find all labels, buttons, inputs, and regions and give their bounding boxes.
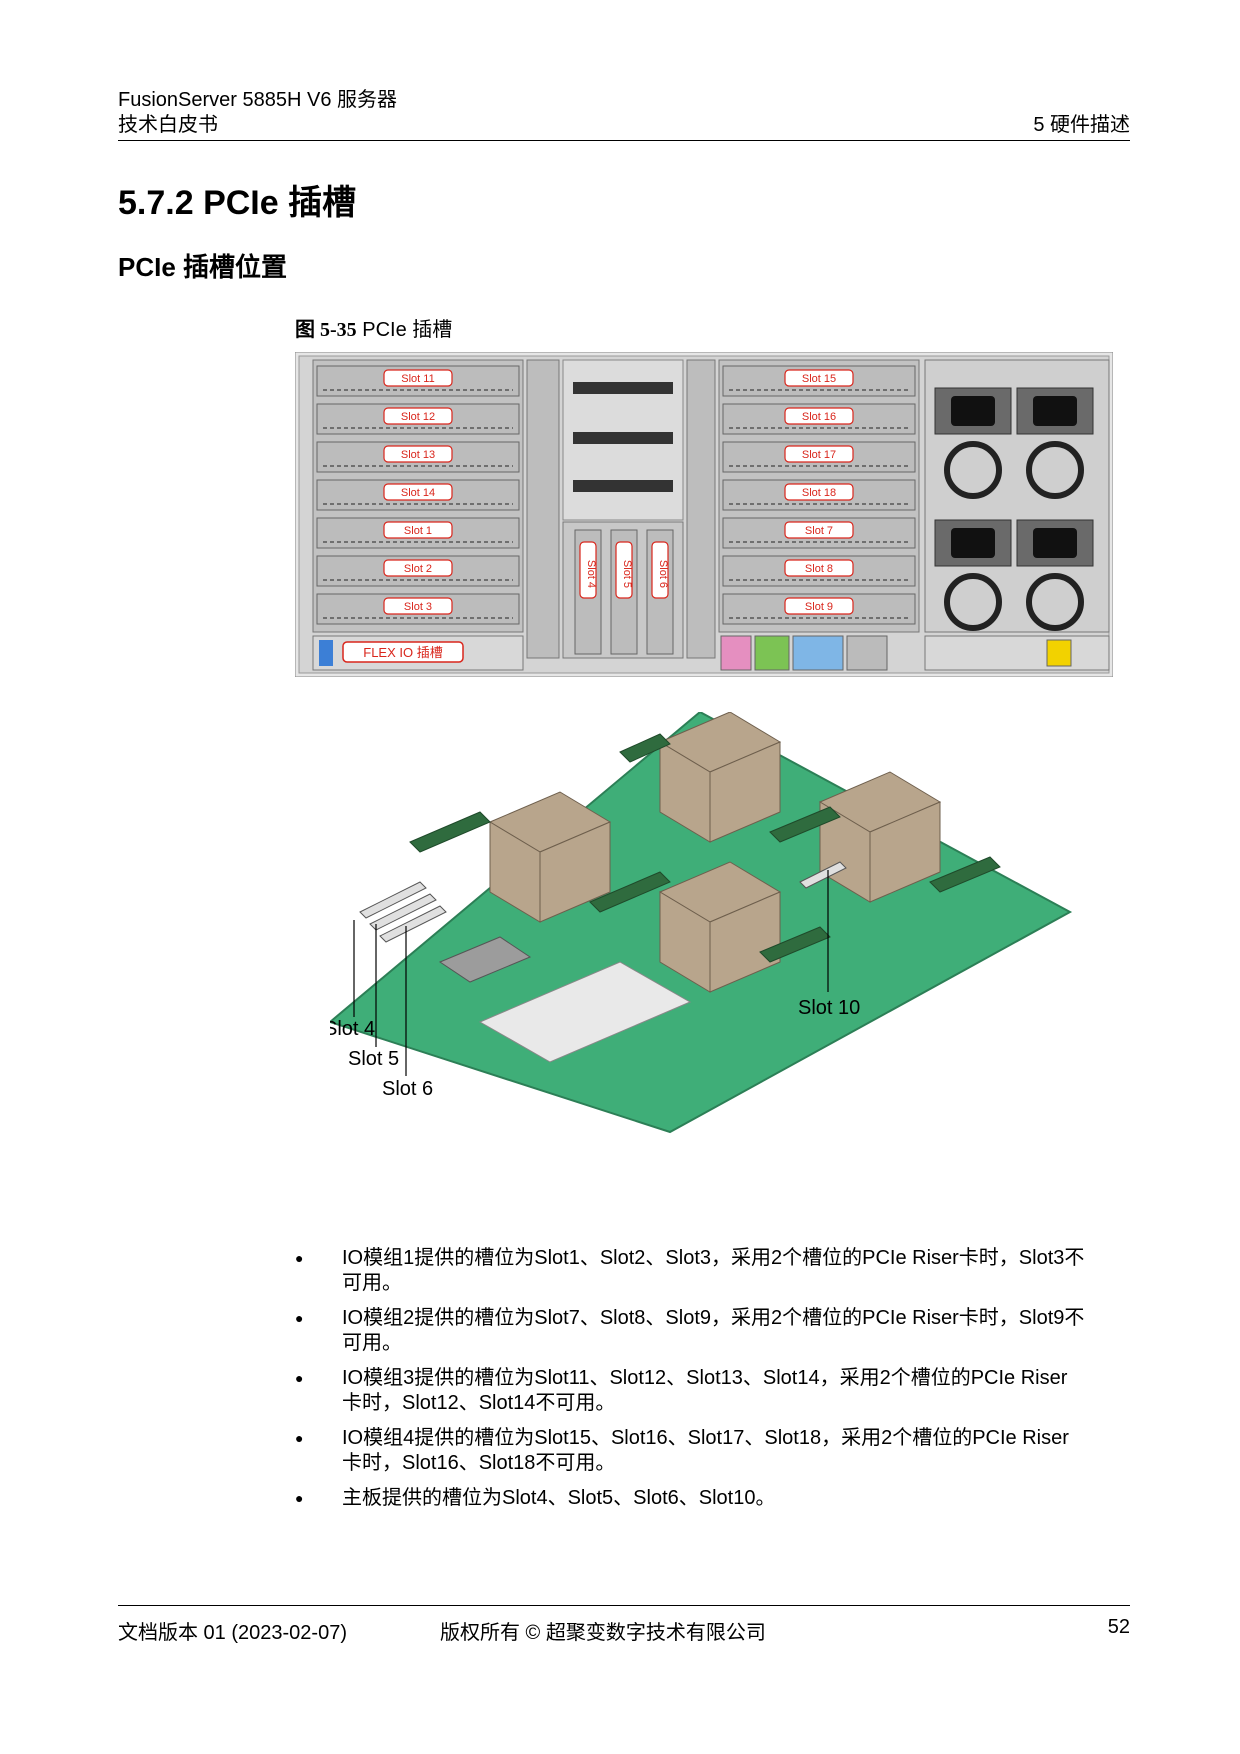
slot-label: Slot 11 bbox=[401, 373, 434, 385]
slot-bar: Slot 3 bbox=[316, 593, 520, 625]
slot-description-list: IO模组1提供的槽位为Slot1、Slot2、Slot3，采用2个槽位的PCIe… bbox=[295, 1246, 1085, 1521]
list-item: IO模组3提供的槽位为Slot11、Slot12、Slot13、Slot14，采… bbox=[295, 1366, 1085, 1416]
header-product: FusionServer 5885H V6 服务器 bbox=[118, 89, 398, 111]
figure-number: 图 5-35 bbox=[295, 319, 357, 341]
right-slot-bars: Slot 15 Slot 16 Slot 17 Slot 18 Slot 7 Slot 8… bbox=[722, 365, 916, 625]
slot-bar: Slot 11 bbox=[316, 365, 520, 397]
slot-bar: Slot 2 bbox=[316, 555, 520, 587]
slot-label: Slot 5 bbox=[621, 560, 633, 588]
slot-bar: Slot 14 bbox=[316, 479, 520, 511]
slot-label: Slot 6 bbox=[657, 560, 669, 588]
callout-slot-4: Slot 4 bbox=[330, 1018, 375, 1040]
slot-label: Slot 3 bbox=[404, 601, 432, 613]
slot-bar: Slot 9 bbox=[722, 593, 916, 625]
slot-label: Slot 15 bbox=[802, 373, 836, 385]
slot-label: Slot 4 bbox=[585, 560, 597, 588]
slot-label: Slot 7 bbox=[805, 525, 833, 537]
header-doc-type: 技术白皮书 bbox=[118, 114, 218, 136]
slot-label: Slot 17 bbox=[802, 449, 836, 461]
slot-label: Slot 13 bbox=[401, 449, 435, 461]
middle-slot-bars: Slot 4 Slot 5 Slot 6 bbox=[574, 529, 674, 655]
slot-bar: Slot 17 bbox=[722, 441, 916, 473]
list-item: IO模组2提供的槽位为Slot7、Slot8、Slot9，采用2个槽位的PCIe… bbox=[295, 1306, 1085, 1356]
figure-caption: 图 5-35 PCIe 插槽 bbox=[295, 313, 452, 342]
mainboard-figure: Slot 4 Slot 5 Slot 6 Slot 10 bbox=[330, 712, 1073, 1134]
list-item: 主板提供的槽位为Slot4、Slot5、Slot6、Slot10。 bbox=[295, 1486, 1085, 1511]
slot-label: Slot 9 bbox=[805, 601, 833, 613]
slot-bar: Slot 15 bbox=[722, 365, 916, 397]
footer-page-number: 52 bbox=[1107, 1616, 1130, 1638]
slot-bar: Slot 16 bbox=[722, 403, 916, 435]
slot-bar: Slot 1 bbox=[316, 517, 520, 549]
callout-slot-5: Slot 5 bbox=[348, 1048, 399, 1070]
header-chapter: 5 硬件描述 bbox=[1033, 114, 1130, 136]
slot-bar: Slot 6 bbox=[646, 529, 674, 655]
callout-slot-10: Slot 10 bbox=[798, 997, 860, 1019]
header-rule bbox=[118, 140, 1130, 141]
section-title: 5.7.2 PCIe 插槽 bbox=[118, 184, 357, 222]
slot-bar: Slot 18 bbox=[722, 479, 916, 511]
slot-label: Slot 2 bbox=[404, 563, 432, 575]
subsection-title: PCIe 插槽位置 bbox=[118, 252, 288, 282]
slot-bar: Slot 4 bbox=[574, 529, 602, 655]
figure-title: PCIe 插槽 bbox=[362, 319, 453, 341]
left-slot-bars: Slot 11 Slot 12 Slot 13 Slot 14 Slot 1 Slot 2… bbox=[316, 365, 520, 625]
rear-panel-figure: Slot 11 Slot 12 Slot 13 Slot 14 Slot 1 Slot 2… bbox=[295, 352, 1113, 677]
slot-bar: Slot 5 bbox=[610, 529, 638, 655]
slot-bar: Slot 12 bbox=[316, 403, 520, 435]
slot-label: Slot 1 bbox=[404, 525, 432, 537]
list-item: IO模组4提供的槽位为Slot15、Slot16、Slot17、Slot18，采… bbox=[295, 1426, 1085, 1476]
slot-label: Slot 18 bbox=[802, 487, 836, 499]
header-line2: 技术白皮书 5 硬件描述 bbox=[118, 113, 1130, 137]
footer-rule bbox=[118, 1605, 1130, 1606]
footer-copyright: 版权所有 © 超聚变数字技术有限公司 bbox=[440, 1622, 766, 1644]
callout-slot-6: Slot 6 bbox=[382, 1078, 433, 1100]
footer-version: 文档版本 01 (2023-02-07) bbox=[118, 1622, 347, 1644]
slot-label: Slot 8 bbox=[805, 563, 833, 575]
slot-bar: Slot 7 bbox=[722, 517, 916, 549]
slot-bar: Slot 8 bbox=[722, 555, 916, 587]
slot-label: Slot 12 bbox=[401, 411, 435, 423]
slot-bar: Slot 13 bbox=[316, 441, 520, 473]
slot-label: Slot 14 bbox=[401, 487, 435, 499]
list-item: IO模组1提供的槽位为Slot1、Slot2、Slot3，采用2个槽位的PCIe… bbox=[295, 1246, 1085, 1296]
slot-label: Slot 16 bbox=[802, 411, 836, 423]
flex-io-label: FLEX IO 插槽 bbox=[363, 645, 442, 660]
